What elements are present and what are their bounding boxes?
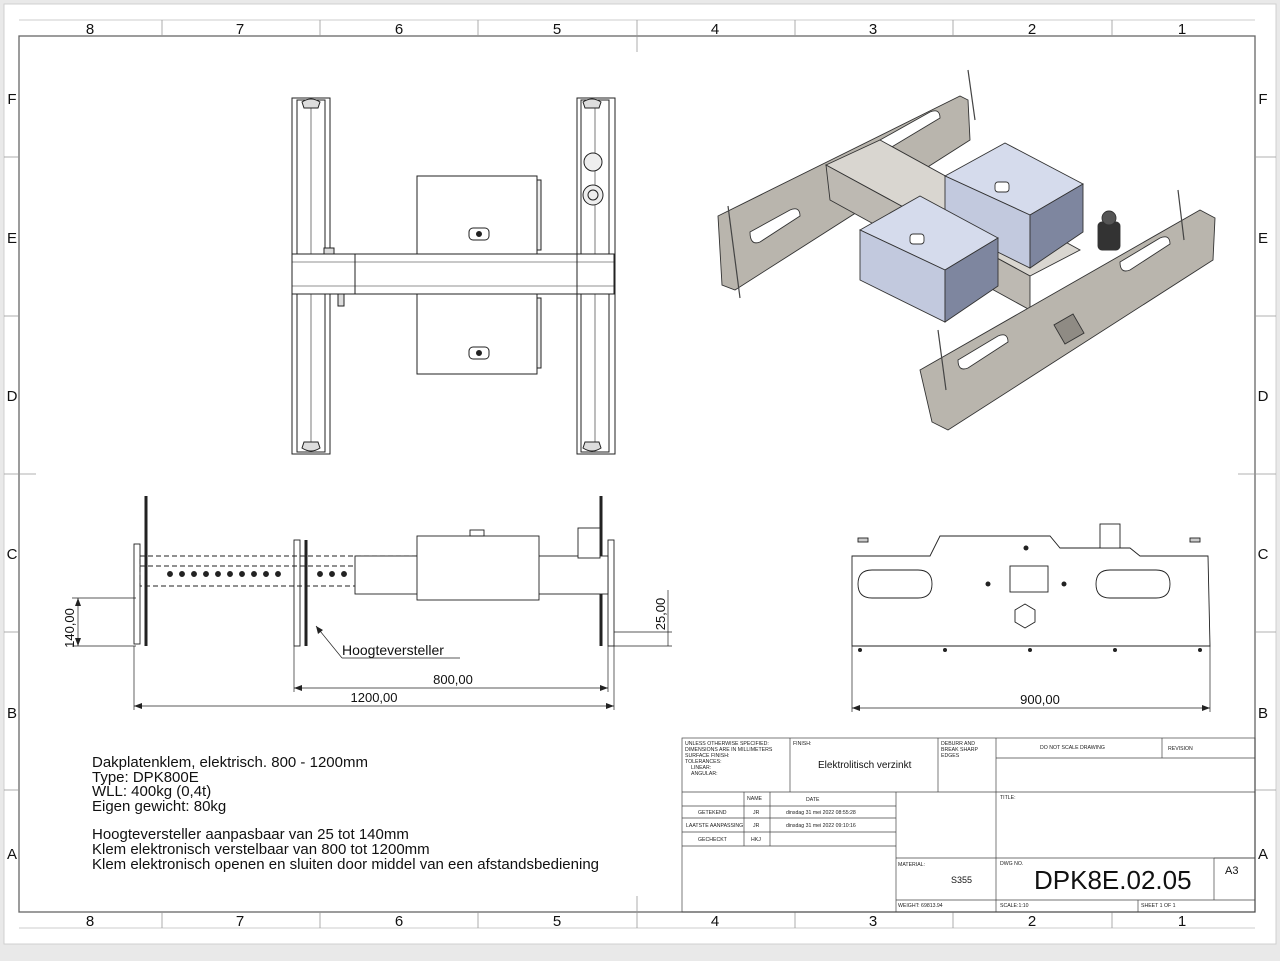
tb-spec-5: LINEAR: <box>691 765 712 771</box>
tb-row3-name: HKJ <box>751 837 761 843</box>
tb-row1-name: JR <box>753 810 760 816</box>
tb-dwg-number: DPK8E.02.05 <box>1034 865 1192 895</box>
zone-row-c-left: C <box>7 546 18 563</box>
zone-row-e-right: E <box>1258 230 1268 247</box>
tb-scale: SCALE:1:10 <box>1000 903 1029 909</box>
dim-25: 25,00 <box>653 598 668 631</box>
tb-deburr: DEBURR AND BREAK SHARP EDGES <box>941 741 978 759</box>
zone-col-2-top: 2 <box>1028 21 1036 38</box>
tb-row1-date: dinsdag 31 mei 2022 08:55:28 <box>786 810 856 816</box>
note-line-7: Klem elektronisch openen en sluiten door… <box>92 855 600 873</box>
tb-title-label: TITLE: <box>1000 795 1016 801</box>
zone-col-5-bottom: 5 <box>553 913 561 930</box>
tb-col-name: NAME <box>747 796 762 802</box>
dim-900: 900,00 <box>1020 692 1060 707</box>
general-notes: Dakplatenklem, elektrisch. 800 - 1200mm … <box>92 754 600 873</box>
note-line-2: Type: DPK800E <box>92 768 199 786</box>
callout-hoogteversteller: Hoogteversteller <box>342 642 444 658</box>
tb-deburr-3: EDGES <box>941 753 960 759</box>
tb-row1-label: GETEKEND <box>698 810 727 816</box>
tb-spec-4: TOLERANCES: <box>685 759 722 765</box>
tb-dwg-label: DWG NO. <box>1000 861 1024 867</box>
zone-col-2-bottom: 2 <box>1028 913 1036 930</box>
zone-col-3-top: 3 <box>869 21 877 38</box>
tb-row2-date: dinsdag 31 mei 2022 09:10:16 <box>786 823 856 829</box>
tb-spec-2: DIMENSIONS ARE IN MILLIMETERS <box>685 747 773 753</box>
zone-row-f-left: F <box>7 91 16 108</box>
top-view <box>291 97 616 455</box>
note-line-3: WLL: 400kg (0,4t) <box>92 783 212 801</box>
tb-finish-label: FINISH: <box>793 741 812 747</box>
zone-row-c-right: C <box>1258 546 1269 563</box>
zone-col-6-bottom: 6 <box>395 913 403 930</box>
tb-revision-label: REVISION <box>1168 746 1193 752</box>
isometric-view <box>717 69 1216 431</box>
tb-deburr-1: DEBURR AND <box>941 741 976 747</box>
title-block <box>681 737 1256 913</box>
dimension-arrows <box>75 598 1210 711</box>
zone-row-a-right: A <box>1258 846 1268 863</box>
note-line-6: Klem elektronisch verstelbaar van 800 to… <box>92 840 430 858</box>
note-line-4: Eigen gewicht: 80kg <box>92 797 227 815</box>
front-view <box>133 496 615 647</box>
tb-row2-name: JR <box>753 823 760 829</box>
tb-row2-label: LAATSTE AANPASSING <box>686 823 744 829</box>
tb-weight: WEIGHT: 69813.94 <box>898 903 943 909</box>
zone-col-5-top: 5 <box>553 21 561 38</box>
tb-deburr-2: BREAK SHARP <box>941 747 978 753</box>
zone-col-7-bottom: 7 <box>236 913 244 930</box>
paper <box>4 4 1276 944</box>
zone-row-e-left: E <box>7 230 17 247</box>
tb-spec-1: UNLESS OTHERWISE SPECIFIED: <box>685 741 769 747</box>
dimension-lines <box>72 590 1211 712</box>
tb-spec-6: ANGULAR: <box>691 771 718 777</box>
tb-no-scale: DO NOT SCALE DRAWING <box>1040 745 1105 751</box>
note-line-5: Hoogteversteller aanpasbaar van 25 tot 1… <box>92 826 409 844</box>
zone-col-7-top: 7 <box>236 21 244 38</box>
dim-800: 800,00 <box>433 672 473 687</box>
tb-row3-label: GECHECKT <box>698 837 727 843</box>
tb-sheet-size: A3 <box>1225 865 1239 877</box>
zone-row-a-left: A <box>7 846 17 863</box>
side-view <box>851 523 1211 652</box>
zone-col-6-top: 6 <box>395 21 403 38</box>
note-line-1: Dakplatenklem, elektrisch. 800 - 1200mm <box>92 754 368 771</box>
zone-row-d-right: D <box>1258 388 1269 405</box>
tb-sheet: SHEET 1 OF 1 <box>1141 903 1176 909</box>
dim-140: 140,00 <box>62 608 77 648</box>
zone-row-b-left: B <box>7 705 17 722</box>
zone-row-f-right: F <box>1258 91 1267 108</box>
zone-col-1-bottom: 1 <box>1178 913 1186 930</box>
zone-ticks <box>4 20 1276 928</box>
zone-col-4-top: 4 <box>711 21 719 38</box>
dim-1200: 1200,00 <box>351 690 398 705</box>
zone-col-8-bottom: 8 <box>86 913 94 930</box>
tb-material-label: MATERIAL: <box>898 862 925 868</box>
zone-row-d-left: D <box>7 388 18 405</box>
zone-col-8-top: 8 <box>86 21 94 38</box>
tb-material-value: S355 <box>951 875 973 885</box>
zone-col-4-bottom: 4 <box>711 913 719 930</box>
zone-col-1-top: 1 <box>1178 21 1186 38</box>
tb-finish-value: Elektrolitisch verzinkt <box>818 760 912 771</box>
zone-col-3-bottom: 3 <box>869 913 877 930</box>
tb-spec-3: SURFACE FINISH: <box>685 753 730 759</box>
tb-spec-block: UNLESS OTHERWISE SPECIFIED: DIMENSIONS A… <box>685 741 772 777</box>
zone-row-b-right: B <box>1258 705 1268 722</box>
tb-col-date: DATE <box>806 797 820 803</box>
